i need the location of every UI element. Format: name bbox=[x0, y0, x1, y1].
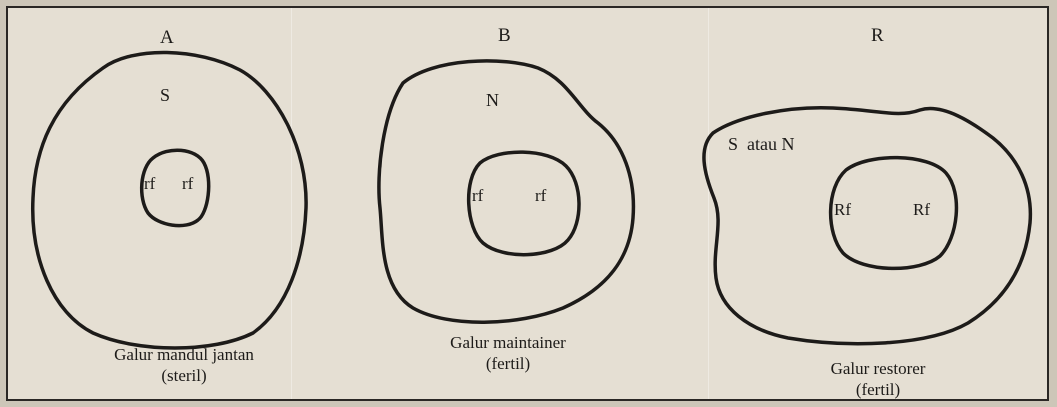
caption-b-line1: Galur maintainer bbox=[428, 332, 588, 353]
gene-label-r-1: Rf bbox=[834, 201, 851, 218]
panel-label-b: B bbox=[498, 26, 511, 45]
caption-a: Galur mandul jantan (steril) bbox=[98, 344, 270, 387]
cytoplasm-label-a: S bbox=[160, 86, 170, 104]
caption-b: Galur maintainer (fertil) bbox=[428, 332, 588, 375]
panel-label-r: R bbox=[871, 26, 884, 45]
gene-label-r-2: Rf bbox=[913, 201, 930, 218]
caption-b-line2: (fertil) bbox=[428, 353, 588, 374]
caption-a-line2: (steril) bbox=[98, 365, 270, 386]
caption-a-line1: Galur mandul jantan bbox=[98, 344, 270, 365]
panel-label-a: A bbox=[160, 28, 174, 47]
gene-label-a-1: rf bbox=[144, 175, 155, 192]
gene-label-a-2: rf bbox=[182, 175, 193, 192]
caption-r-line1: Galur restorer bbox=[803, 358, 953, 379]
nucleus-outline-b bbox=[469, 152, 579, 255]
gene-label-b-1: rf bbox=[472, 187, 483, 204]
gene-label-b-2: rf bbox=[535, 187, 546, 204]
cytoplasm-label-r: S atau N bbox=[728, 135, 795, 153]
caption-r-line2: (fertil) bbox=[803, 379, 953, 400]
caption-r: Galur restorer (fertil) bbox=[803, 358, 953, 401]
cytoplasm-label-b: N bbox=[486, 91, 499, 109]
cell-outline-b bbox=[379, 61, 634, 322]
figure-frame: A S rf rf Galur mandul jantan (steril) B… bbox=[6, 6, 1049, 401]
